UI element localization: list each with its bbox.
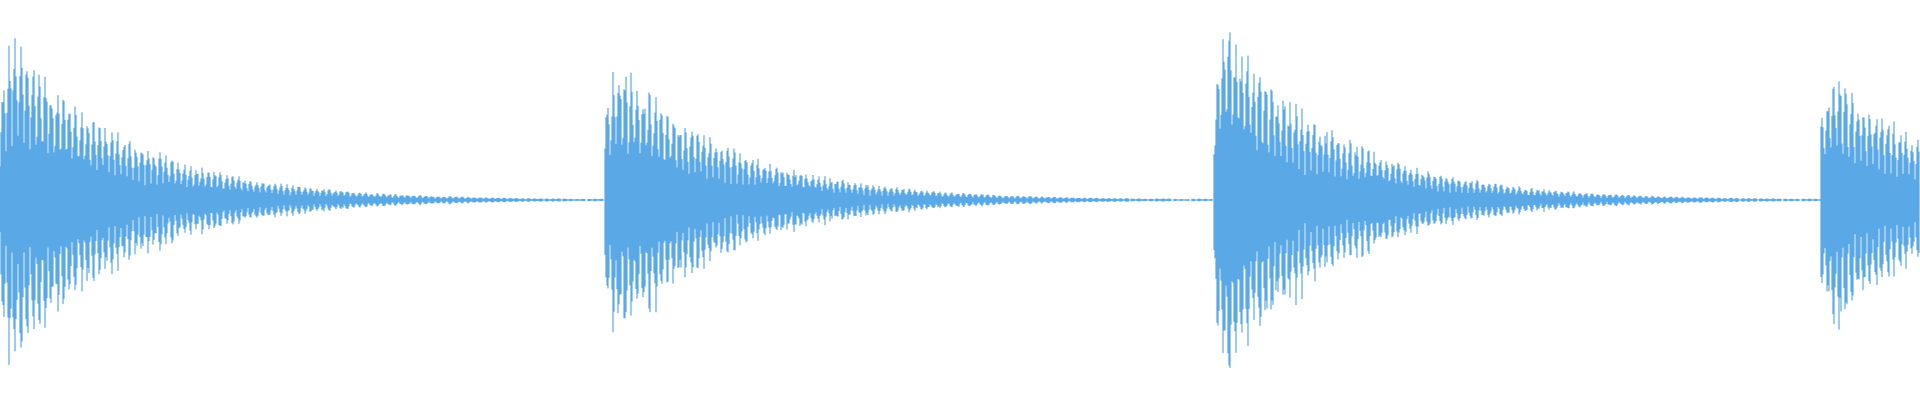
waveform-trace xyxy=(0,32,1920,368)
